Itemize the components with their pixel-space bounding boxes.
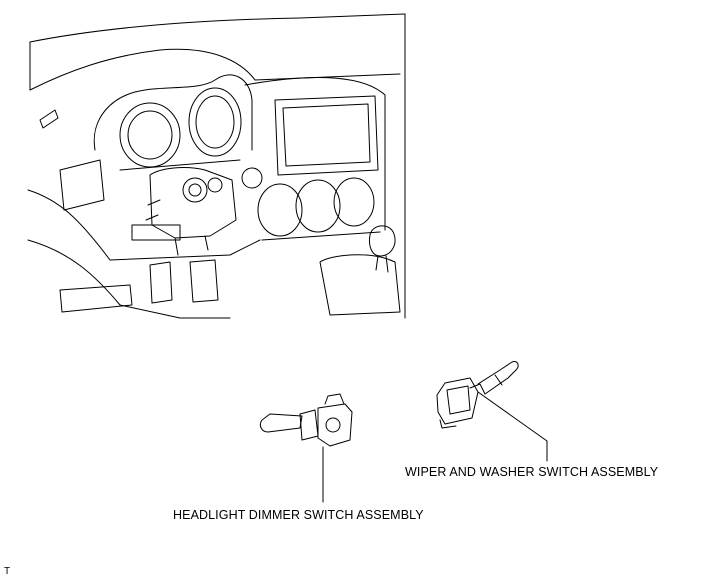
wiper-switch-drawing [436, 361, 519, 429]
lower-trim [59, 259, 219, 313]
steering-column [131, 167, 237, 256]
gear-shifter [319, 225, 401, 316]
headlight-switch-drawing [259, 393, 353, 447]
leader-lines [322, 391, 548, 503]
left-vent [39, 109, 105, 211]
wiper-switch-label: WIPER AND WASHER SWITCH ASSEMBLY [405, 465, 659, 479]
center-vents [257, 177, 381, 241]
wiper-leader-line [477, 391, 548, 462]
dashboard-outline [27, 13, 406, 319]
headlight-switch-label: HEADLIGHT DIMMER SWITCH ASSEMBLY [173, 508, 424, 522]
instrument-cluster [93, 74, 253, 171]
center-display [241, 95, 379, 189]
corner-code: T [4, 566, 11, 577]
